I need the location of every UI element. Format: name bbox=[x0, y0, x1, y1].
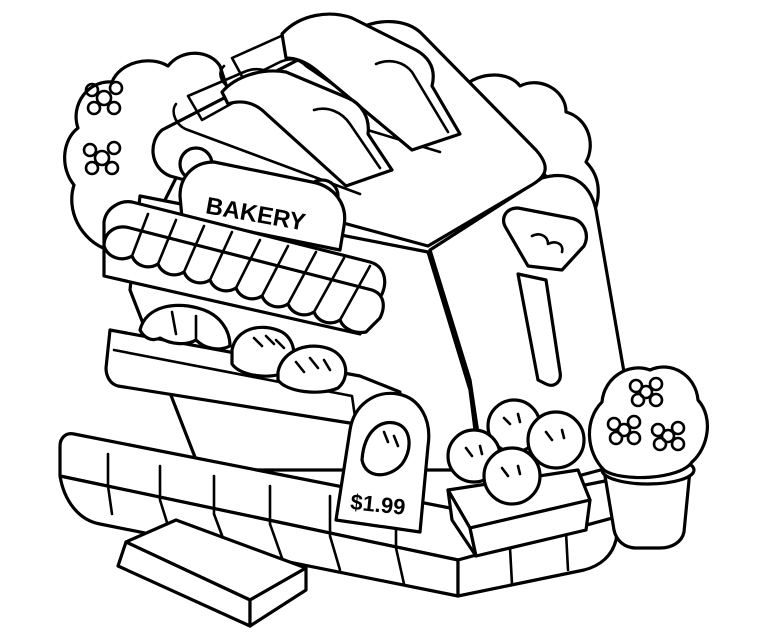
price-tag: $1.99 bbox=[334, 391, 431, 534]
bread-loaf-icon bbox=[276, 344, 348, 394]
flower-pot bbox=[587, 365, 709, 550]
flower-icon bbox=[606, 414, 642, 446]
flower-icon bbox=[650, 420, 686, 452]
flower-icon bbox=[628, 376, 664, 408]
bread-icon bbox=[360, 421, 411, 477]
shop-awning bbox=[102, 200, 387, 336]
bun-basket bbox=[446, 398, 592, 558]
doormat bbox=[116, 518, 308, 628]
price-label: $1.99 bbox=[349, 489, 406, 520]
bun-icon bbox=[482, 446, 542, 506]
bread-roll-icon bbox=[230, 325, 296, 378]
display-counter bbox=[104, 303, 402, 426]
flower-icon bbox=[84, 80, 124, 116]
bun-icon bbox=[526, 410, 586, 470]
croissant-icon bbox=[138, 303, 232, 351]
bakery-sign: BAKERY bbox=[178, 146, 347, 252]
flower-icon bbox=[82, 140, 122, 176]
